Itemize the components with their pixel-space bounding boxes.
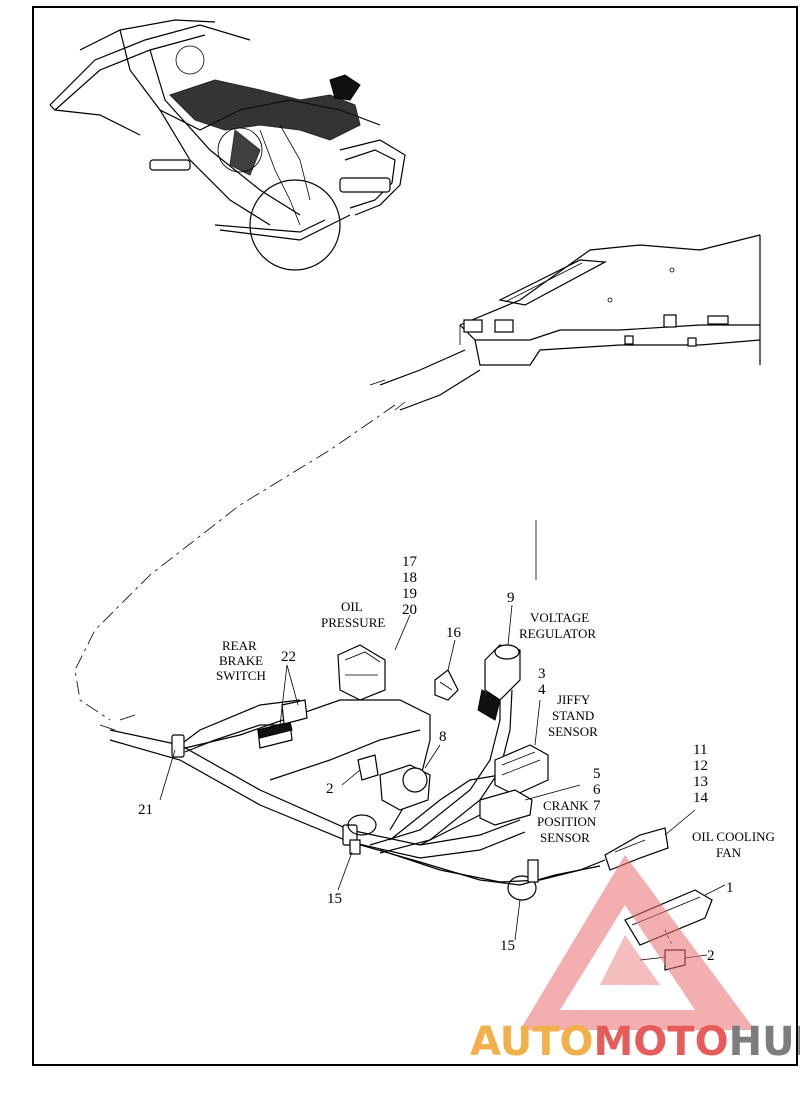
- voltage-regulator-connector: [477, 644, 521, 721]
- motorcycle-frame-overview: [49, 19, 406, 271]
- label-jiffy-stand-sensor: JIFFY STAND SENSOR: [548, 692, 598, 739]
- diagram-frame: [32, 6, 798, 1066]
- clip-2a: [357, 754, 379, 781]
- oil-pressure-connector: [337, 644, 386, 701]
- watermark-logo: [520, 855, 755, 1030]
- callout-5-7: 5 6 7: [593, 766, 604, 814]
- callout-22: 22: [281, 649, 296, 665]
- callout-15a: 15: [327, 891, 342, 907]
- callout-3-4: 3 4: [538, 666, 549, 698]
- oil-cooling-fan-connector: [604, 827, 669, 871]
- label-oil-cooling-fan: OIL COOLING FAN: [692, 829, 778, 860]
- callout-1: 1: [726, 880, 734, 896]
- callout-17-20: 17 18 19 20: [402, 554, 421, 618]
- component-labels: OIL PRESSURE REAR BRAKE SWITCH VOLTAGE R…: [216, 599, 778, 860]
- callout-21: 21: [138, 802, 153, 818]
- frame-underside-detail: [369, 234, 761, 411]
- main-harness: [109, 689, 606, 901]
- callout-15b: 15: [500, 938, 515, 954]
- rear-brake-switch-connectors: [257, 699, 308, 749]
- callout-8: 8: [439, 729, 447, 745]
- watermark-text: AUTOMOTOHUB: [470, 1019, 800, 1065]
- label-voltage-regulator: VOLTAGE REGULATOR: [519, 610, 596, 641]
- detail-circle: [249, 179, 341, 271]
- label-crank-position-sensor: CRANK POSITION SENSOR: [537, 798, 599, 845]
- connector-8: [379, 764, 431, 811]
- jiffy-stand-connector: [494, 744, 549, 796]
- callout-11-14: 11 12 13 14: [693, 742, 712, 806]
- leader-lines: [159, 520, 726, 959]
- label-rear-brake-switch: REAR BRAKE SWITCH: [216, 638, 266, 683]
- callout-numbers: 17 18 19 20 16 9 3 4 22 8 2 5 6 7 11 12 …: [138, 554, 734, 964]
- label-oil-pressure: OIL PRESSURE: [321, 599, 385, 630]
- connector-16: [434, 669, 459, 701]
- crank-position-connector: [479, 789, 533, 826]
- callout-16: 16: [446, 625, 462, 641]
- callout-2b: 2: [707, 948, 715, 964]
- callout-9: 9: [507, 590, 515, 606]
- callout-2a: 2: [326, 781, 334, 797]
